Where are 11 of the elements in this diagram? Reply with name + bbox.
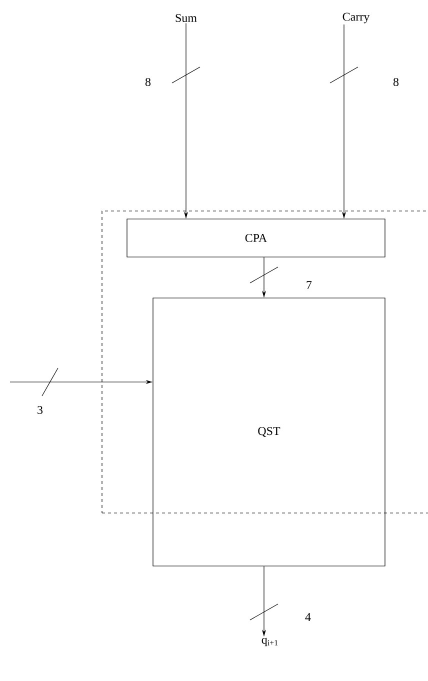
bus-width-label: 8 (145, 78, 151, 86)
signal-label: Sum (176, 14, 197, 22)
block-box: CPA (126, 218, 386, 258)
bus-width-label: 8 (393, 78, 399, 86)
bus-width-label: 4 (305, 613, 311, 621)
dashed-frame (102, 210, 428, 514)
bus-width-label: 3 (38, 406, 43, 414)
bus-width-label: 7 (306, 281, 312, 289)
signal-label: Carry (342, 12, 370, 24)
signal-label: q$_{i+1}$ (262, 638, 278, 646)
block-box: QST (152, 298, 386, 566)
